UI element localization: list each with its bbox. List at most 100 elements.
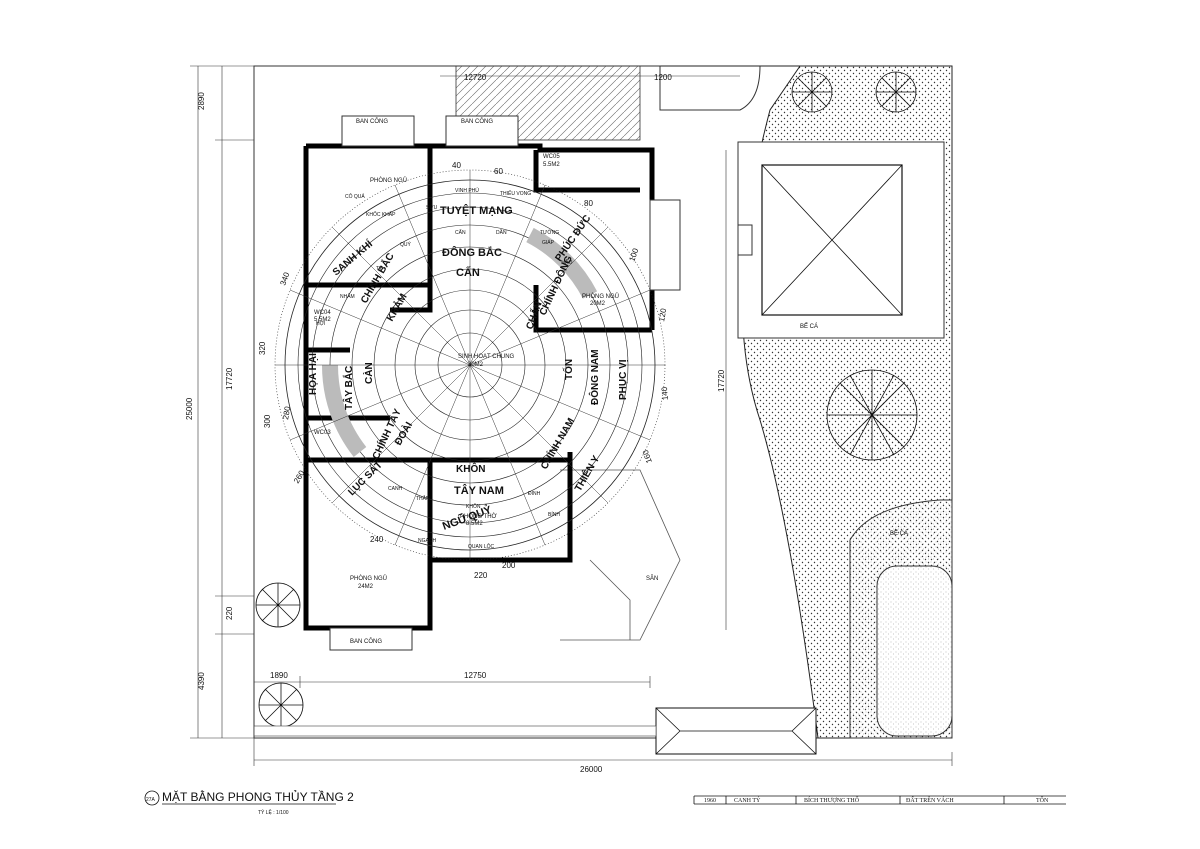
yard-label: SÂN xyxy=(646,575,658,582)
ring-label: SỬU xyxy=(426,204,438,211)
ring-label: VINH PHÚ xyxy=(455,187,479,194)
zone-label: CÀN xyxy=(362,362,375,384)
title-cell: BÍCH THƯỢNG THỔ xyxy=(804,796,860,804)
degree-label: 340 xyxy=(278,271,291,287)
zone-label: THIÊN Y xyxy=(571,453,602,494)
title-block xyxy=(693,795,1066,805)
zone-label: TÂY NAM xyxy=(454,484,504,497)
ring-label: THIẾU VONG xyxy=(500,190,531,197)
room-label: WC04 xyxy=(314,310,331,316)
zone-label: KHÔN xyxy=(456,462,485,475)
degree-label: 200 xyxy=(502,561,516,570)
room-label: SINH HOẠT CHUNG xyxy=(458,354,515,360)
degree-label: 240 xyxy=(370,535,384,544)
pond-bottom-label: BỂ CÁ xyxy=(890,530,908,537)
room-area: 5.5M2 xyxy=(314,317,331,323)
drawing-title: MẶT BẰNG PHONG THỦY TẦNG 2 xyxy=(162,789,354,804)
degree-label: 300 xyxy=(263,414,272,428)
zone-label: HỌA HẠI xyxy=(308,353,319,395)
zone-label: TUYỆT MẠNG xyxy=(440,204,513,217)
dimension-text: 1890 xyxy=(270,671,288,680)
zone-label: CẤN xyxy=(456,266,480,279)
pond-top-label: BỂ CÁ xyxy=(800,323,818,330)
room-area: 8.5M2 xyxy=(466,521,483,527)
ring-label: KHÔN xyxy=(466,503,481,510)
zone-label: KHẢM xyxy=(383,291,409,323)
degree-label: 120 xyxy=(657,307,668,322)
degree-label: 60 xyxy=(494,167,503,176)
room-label: WC05 xyxy=(543,154,560,160)
room-label: PHÒNG NGỦ xyxy=(350,575,387,582)
zone-label: TÂY BẮC xyxy=(342,366,355,410)
ring-label: MÃO xyxy=(561,259,573,266)
room-area: 5.5M2 xyxy=(543,162,560,168)
ring-label: THÂN xyxy=(416,495,430,502)
balcony-top-mid xyxy=(445,115,519,147)
balcony-label: BAN CÔNG xyxy=(350,638,382,645)
dimension-text: 12720 xyxy=(464,73,487,82)
ring-label: TƯỜNG xyxy=(540,229,559,236)
tree-icon xyxy=(826,369,918,461)
fence xyxy=(253,725,657,737)
zone-label: LỤC SÁT xyxy=(345,458,385,498)
room-label: PHÒNG NGỦ xyxy=(582,293,619,300)
ring-label: CÔ QUẢ xyxy=(345,193,365,200)
ring-label: CẤN xyxy=(455,229,466,236)
room-label: PHÒNG THỜ xyxy=(460,513,497,520)
degree-label: 80 xyxy=(584,199,593,208)
compass-spokes xyxy=(275,170,665,560)
balcony-label: BAN CÔNG xyxy=(356,118,388,125)
ring-label: CANH xyxy=(388,486,403,492)
dimension-text: 220 xyxy=(225,606,234,620)
title-cell: CANH TÝ xyxy=(734,796,761,804)
room-label: WC03 xyxy=(314,430,331,436)
balcony-right xyxy=(649,199,681,291)
degree-label: 160 xyxy=(641,448,654,464)
ring-label: ĐINH xyxy=(528,491,541,497)
dimension-text: 17720 xyxy=(225,367,234,390)
ring-label: NHÂM xyxy=(340,293,355,300)
balcony-label: BAN CÔNG xyxy=(461,118,493,125)
zone-label: PHỤC VỊ xyxy=(618,359,629,400)
ring-label: NGẠCH xyxy=(418,538,436,544)
title-cell: ĐẤT TRÊN VÁCH xyxy=(906,796,954,804)
dimension-text: 12750 xyxy=(464,671,487,680)
dimension-text: 1200 xyxy=(654,73,672,82)
degree-label: 140 xyxy=(660,386,670,401)
zone-label: SANH KHÍ xyxy=(330,237,376,278)
dimension-text: 17720 xyxy=(717,369,726,392)
title-cell: TỐN xyxy=(1036,796,1049,804)
zone-label: TỐN xyxy=(561,359,575,380)
degree-label: 100 xyxy=(627,247,640,263)
dimension-text: 4390 xyxy=(197,672,206,690)
zone-label: ĐÔNG NAM xyxy=(588,349,601,405)
ring-label: KHỐC KHẤP xyxy=(366,211,396,218)
ring-label: HỢI xyxy=(316,321,325,327)
tree-icon xyxy=(258,682,304,728)
zone-label: PHÚC ĐỨC xyxy=(552,212,594,264)
room-area: 24M2 xyxy=(358,584,374,590)
dimension-text: 25000 xyxy=(185,397,194,420)
dimension-lines xyxy=(190,65,953,766)
ring-label: QUÝ xyxy=(400,241,412,248)
ring-label: DẦN xyxy=(496,229,507,236)
svg-text:27A: 27A xyxy=(146,797,156,803)
room-area: 20M2 xyxy=(590,301,606,307)
drawing-scale: TỶ LỆ : 1/100 xyxy=(258,808,289,816)
dimension-text: 2890 xyxy=(197,92,206,110)
zone-label: ĐÔNG BẮC xyxy=(442,246,502,259)
tree-icon xyxy=(255,582,301,628)
degree-label: 220 xyxy=(474,571,488,580)
room-area: 30M2 xyxy=(468,362,484,368)
room-label: PHÒNG NGỦ xyxy=(370,177,407,184)
degree-label: 280 xyxy=(281,405,292,420)
tree-icon xyxy=(791,71,833,113)
ring-label: TÝ xyxy=(376,265,383,272)
tree-icon xyxy=(875,71,917,113)
balcony-top-left xyxy=(341,115,415,147)
sheet-badge: 27A xyxy=(144,790,160,806)
dimension-text: 26000 xyxy=(580,765,603,774)
ring-label: BÍNH xyxy=(548,511,560,518)
title-cell: 1960 xyxy=(704,798,716,804)
